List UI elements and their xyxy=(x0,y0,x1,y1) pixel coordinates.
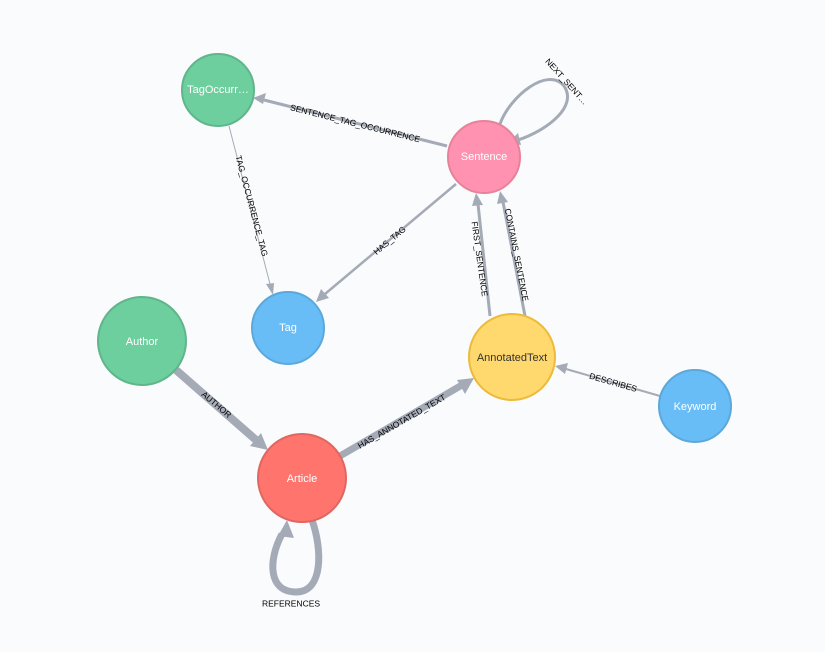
node-label: Tag xyxy=(279,322,297,334)
node-circle[interactable] xyxy=(181,53,255,127)
node-keyword[interactable]: Keyword xyxy=(658,369,732,443)
relationship-label: CONTAINS_SENTENCE xyxy=(503,208,531,303)
node-label: Author xyxy=(126,336,159,348)
relationship-has-annotated-text[interactable]: HAS_ANNOTATED_TEXT xyxy=(338,378,474,460)
node-label: TagOccurr… xyxy=(187,84,249,96)
relationship-contains-sentence[interactable]: CONTAINS_SENTENCE xyxy=(497,191,531,317)
arrowhead xyxy=(316,289,329,302)
arrowhead xyxy=(278,520,294,538)
node-circle[interactable] xyxy=(468,313,556,401)
relationship-label: AUTHOR xyxy=(200,389,234,420)
relationship-has-tag[interactable]: HAS_TAG xyxy=(316,183,457,302)
relationship-next-sentence[interactable]: NEXT_SENT… xyxy=(498,56,590,145)
arrowhead xyxy=(472,193,483,206)
node-circle[interactable] xyxy=(97,296,187,386)
arrowhead xyxy=(497,191,508,204)
arrowhead xyxy=(253,93,266,104)
relationship-sentence-tag-occurrence[interactable]: SENTENCE_TAG_OCCURRENCE xyxy=(253,93,448,148)
relationship-describes[interactable]: DESCRIBES xyxy=(555,363,661,397)
arrowhead xyxy=(457,378,474,394)
node-sentence[interactable]: Sentence xyxy=(447,120,521,194)
relationship-label: DESCRIBES xyxy=(588,371,638,394)
relationship-label: HAS_ANNOTATED_TEXT xyxy=(356,392,447,451)
relationship-label: HAS_TAG xyxy=(371,224,407,257)
node-circle[interactable] xyxy=(251,291,325,365)
relationship-label: FIRST_SENTENCE xyxy=(470,221,490,298)
relationship-label: REFERENCES xyxy=(262,598,320,608)
relationship-references[interactable]: REFERENCES xyxy=(262,518,323,608)
node-tagoccurrence[interactable]: TagOccurr… xyxy=(181,53,255,127)
node-label: Sentence xyxy=(461,151,507,163)
node-circle[interactable] xyxy=(257,433,347,523)
relationship-label: TAG_OCCURRENCE_TAG xyxy=(233,154,270,257)
node-label: AnnotatedText xyxy=(477,352,547,364)
arrowhead xyxy=(266,283,274,295)
relationship-label: SENTENCE_TAG_OCCURRENCE xyxy=(289,102,421,144)
arrowhead xyxy=(250,433,268,450)
node-article[interactable]: Article xyxy=(257,433,347,523)
node-circle[interactable] xyxy=(658,369,732,443)
node-circle[interactable] xyxy=(447,120,521,194)
relationship-author[interactable]: AUTHOR xyxy=(173,366,268,450)
node-tag[interactable]: Tag xyxy=(251,291,325,365)
node-author[interactable]: Author xyxy=(97,296,187,386)
relationship-first-sentence[interactable]: FIRST_SENTENCE xyxy=(470,193,492,317)
arrowhead xyxy=(555,363,568,374)
node-label: Article xyxy=(287,473,318,485)
node-label: Keyword xyxy=(674,401,717,413)
relationship-tag-occurrence-tag[interactable]: TAG_OCCURRENCE_TAG xyxy=(228,125,274,295)
node-annotatedtext[interactable]: AnnotatedText xyxy=(468,313,556,401)
